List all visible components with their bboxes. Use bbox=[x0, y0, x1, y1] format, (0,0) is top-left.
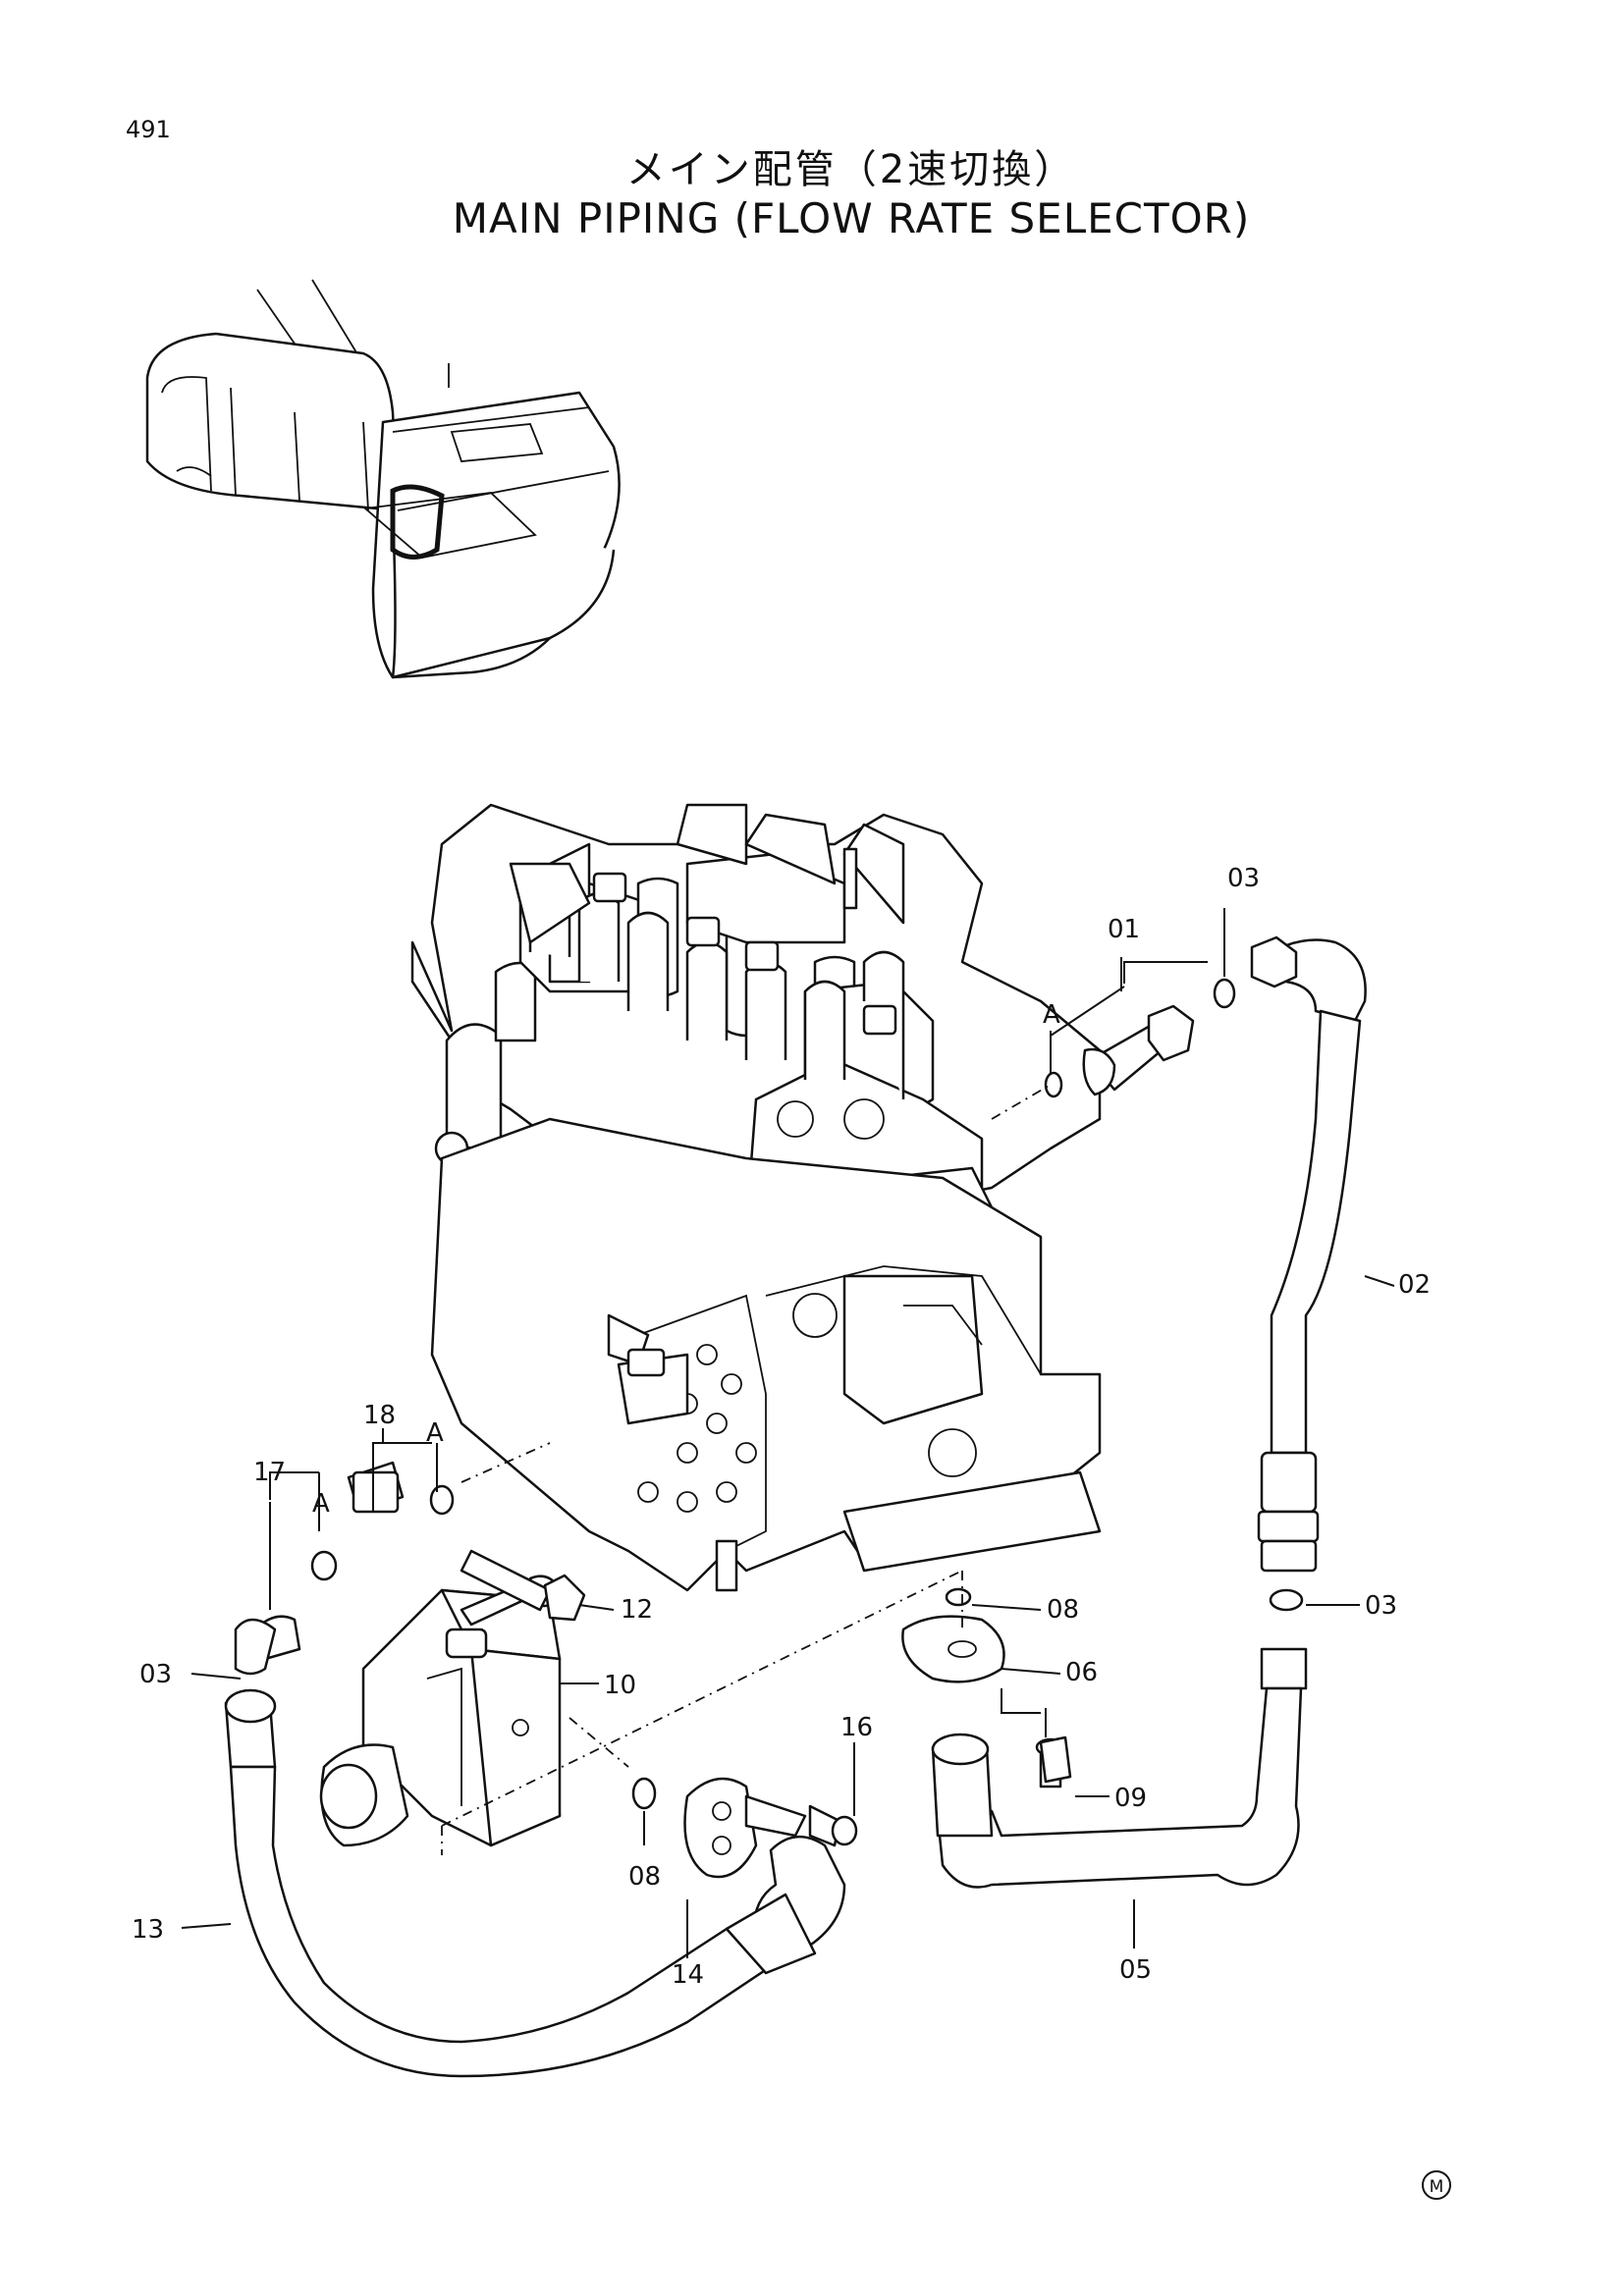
control-valve-assembly bbox=[410, 803, 1102, 1592]
callout-03-left: 03 bbox=[139, 1660, 172, 1689]
callout-leaders bbox=[181, 908, 1395, 1958]
page-number: 491 bbox=[126, 116, 171, 143]
callout-14: 14 bbox=[672, 1960, 704, 1990]
callout-17: 17 bbox=[253, 1458, 286, 1487]
callout-08-right: 08 bbox=[1047, 1595, 1079, 1625]
ref-mark-a-left: A bbox=[312, 1489, 330, 1519]
callout-03-right: 03 bbox=[1365, 1591, 1397, 1621]
page-title-japanese: メイン配管（2速切換） bbox=[625, 147, 1077, 192]
excavator-inset-illustration bbox=[145, 279, 621, 679]
callout-12: 12 bbox=[621, 1595, 653, 1625]
callout-01: 01 bbox=[1108, 915, 1140, 944]
callout-08-lower: 08 bbox=[628, 1862, 661, 1892]
callout-16: 16 bbox=[840, 1713, 873, 1742]
callout-13: 13 bbox=[132, 1915, 164, 1945]
callout-02: 02 bbox=[1398, 1270, 1431, 1300]
callout-18: 18 bbox=[363, 1401, 396, 1430]
callout-10: 10 bbox=[604, 1671, 636, 1700]
ref-mark-a-center: A bbox=[426, 1418, 444, 1448]
pipe-02-assembly bbox=[991, 935, 1367, 1612]
callout-09: 09 bbox=[1114, 1784, 1147, 1813]
callout-labels: 03 01 A 02 03 08 06 09 05 10 12 16 08 14… bbox=[132, 864, 1431, 1990]
corner-mark: M bbox=[1422, 2170, 1451, 2200]
callout-05: 05 bbox=[1119, 1955, 1152, 1985]
selector-valve-10 bbox=[234, 1442, 963, 1855]
pipe-05-assembly bbox=[901, 1587, 1308, 1889]
hose-13-flange-14 bbox=[224, 1688, 858, 2078]
ref-mark-a-right: A bbox=[1043, 1000, 1060, 1030]
callout-03-upper: 03 bbox=[1227, 864, 1260, 893]
callout-06: 06 bbox=[1065, 1658, 1098, 1687]
bolts-12-09 bbox=[460, 1549, 1072, 1784]
page-title-english: MAIN PIPING (FLOW RATE SELECTOR) bbox=[452, 194, 1251, 242]
